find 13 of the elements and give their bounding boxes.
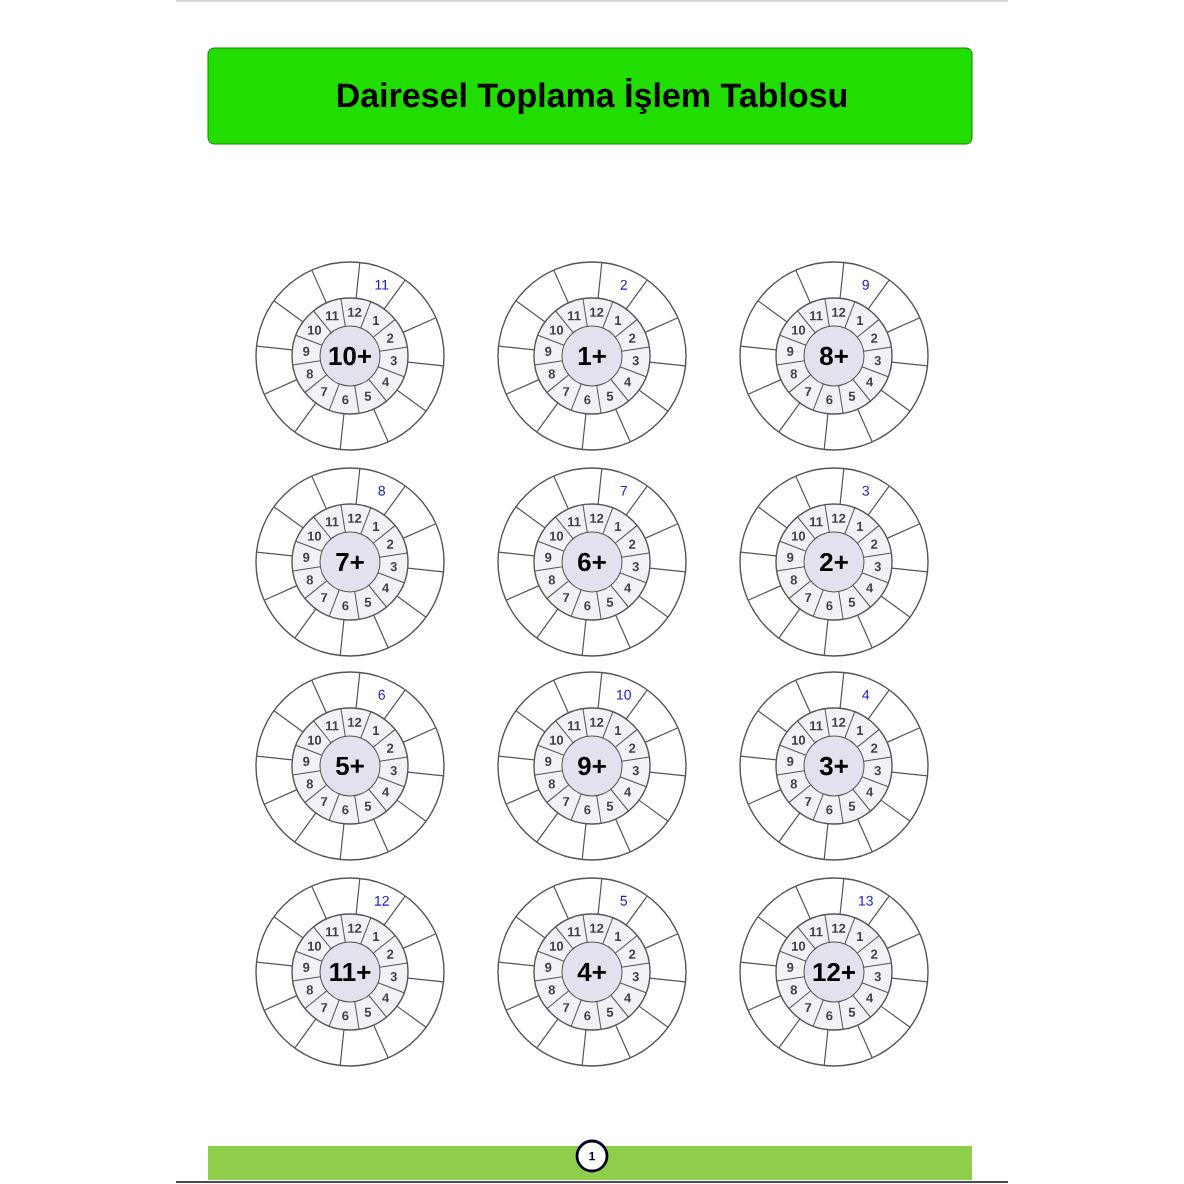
center-label: 1+ (578, 347, 606, 365)
center-label: 5+ (336, 756, 364, 776)
center-label: 8+ (820, 346, 848, 366)
center-label: 4+ (577, 963, 606, 981)
title-banner: Dairesel Toplama İşlem Tablosu (207, 47, 973, 145)
center-label: 6+ (578, 552, 606, 572)
center-label: 7+ (336, 553, 364, 571)
center-label: 11+ (330, 963, 371, 981)
center-label: 9+ (578, 756, 606, 776)
center-label: 2+ (820, 552, 848, 572)
center-label: 3+ (819, 756, 848, 776)
center-label: 10+ (329, 346, 371, 366)
center-label: 12+ (813, 962, 855, 982)
